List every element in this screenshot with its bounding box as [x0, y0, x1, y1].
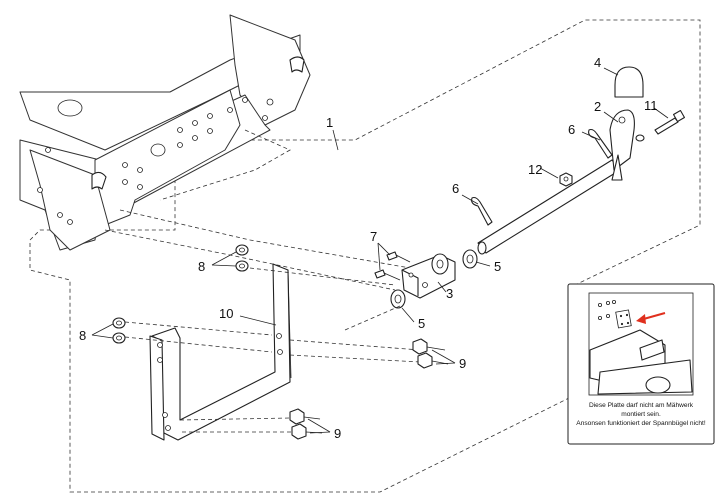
assembly-boundary: [29, 19, 701, 493]
part-screw-7a: [386, 251, 411, 263]
leader-lines: [91, 67, 669, 434]
part-nuts-8-top: [235, 244, 249, 272]
label-part-6-upper: 6: [568, 122, 575, 137]
label-part-9-right: 9: [459, 356, 466, 371]
label-part-7: 7: [370, 229, 377, 244]
label-part-10: 10: [219, 306, 233, 321]
label-part-1: 1: [326, 115, 333, 130]
part-bolts-9-right: [412, 338, 449, 369]
part-cap-4: [614, 66, 644, 98]
inset-note-line-3: Ansonsen funktioniert der Spannbügel nic…: [576, 420, 706, 427]
part-split-pin-6b: [471, 196, 493, 226]
part-screw-7b: [374, 269, 401, 281]
label-part-3: 3: [446, 286, 453, 301]
part-split-pin-6a: [588, 128, 613, 159]
inset-note-line-1: Diese Platte darf nicht am Mähwerk: [589, 402, 694, 409]
part-bolt-11: [635, 109, 686, 142]
label-part-12: 12: [528, 162, 542, 177]
part-nut-12: [559, 172, 573, 187]
label-part-8-upper: 8: [198, 259, 205, 274]
mower-frame: [19, 14, 311, 251]
part-bracket-10: [149, 263, 292, 441]
bracket-alignment-lines: [124, 267, 421, 433]
part-washer-5b: [390, 289, 406, 309]
label-part-6-lower: 6: [452, 181, 459, 196]
part-bolts-9-left: [289, 408, 323, 440]
label-part-5-lower: 5: [418, 316, 425, 331]
part-rod-2: [477, 109, 635, 255]
label-part-11: 11: [644, 98, 658, 113]
inset-note-line-2: montiert sein.: [621, 411, 661, 418]
label-part-2: 2: [594, 99, 601, 114]
part-nuts-8-bottom: [112, 317, 126, 344]
part-washer-5a: [462, 249, 478, 269]
inset-detail: Diese Platte darf nicht am Mähwerk monti…: [567, 283, 715, 445]
part-labels: 1 2 3 4 5 5 6 6 7 8 8 9 9 10 11 12: [79, 55, 658, 441]
label-part-8-lower: 8: [79, 328, 86, 343]
label-part-9-left: 9: [334, 426, 341, 441]
label-part-5-upper: 5: [494, 259, 501, 274]
part-clamp-3: [401, 253, 456, 299]
label-part-4: 4: [594, 55, 601, 70]
